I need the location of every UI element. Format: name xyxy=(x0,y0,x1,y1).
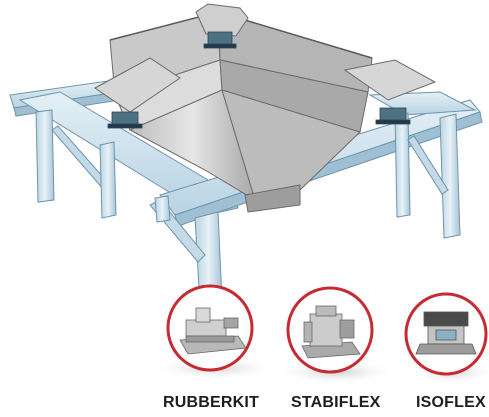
leg-back-right xyxy=(394,112,411,218)
product-isoflex xyxy=(404,292,489,384)
isoflex-label: ISOFLEX xyxy=(416,394,486,411)
load-cell-left-base xyxy=(107,123,143,129)
load-cell-right xyxy=(379,107,407,121)
load-cell-top xyxy=(207,31,233,45)
hopper-bracket-left xyxy=(94,57,181,113)
load-cell-left xyxy=(111,111,139,125)
load-cell-top-base xyxy=(203,43,237,49)
hopper-outlet xyxy=(244,184,301,213)
rubberkit-label: RUBBERKIT xyxy=(163,394,260,411)
leg-front-left-2 xyxy=(154,195,171,223)
stabiflex-label: STABIFLEX xyxy=(291,394,381,411)
rubberkit-load-cell-mount-icon xyxy=(179,307,247,355)
load-cells xyxy=(107,31,411,129)
hopper-bracket-right xyxy=(343,59,437,101)
load-cell-right-base xyxy=(375,119,411,125)
brace-right xyxy=(407,135,449,195)
leg-back-left xyxy=(35,109,55,203)
isoflex-load-cell-mount-icon xyxy=(415,311,477,355)
product-stabiflex xyxy=(274,286,398,384)
hopper-bracket-top xyxy=(195,3,249,37)
frame-legs xyxy=(35,109,461,306)
leg-front-right xyxy=(439,113,461,239)
stabiflex-load-cell-mount-icon xyxy=(301,305,361,359)
hopper xyxy=(94,3,437,213)
leg-back-left-inner xyxy=(99,141,117,219)
product-rubberkit xyxy=(153,284,277,380)
